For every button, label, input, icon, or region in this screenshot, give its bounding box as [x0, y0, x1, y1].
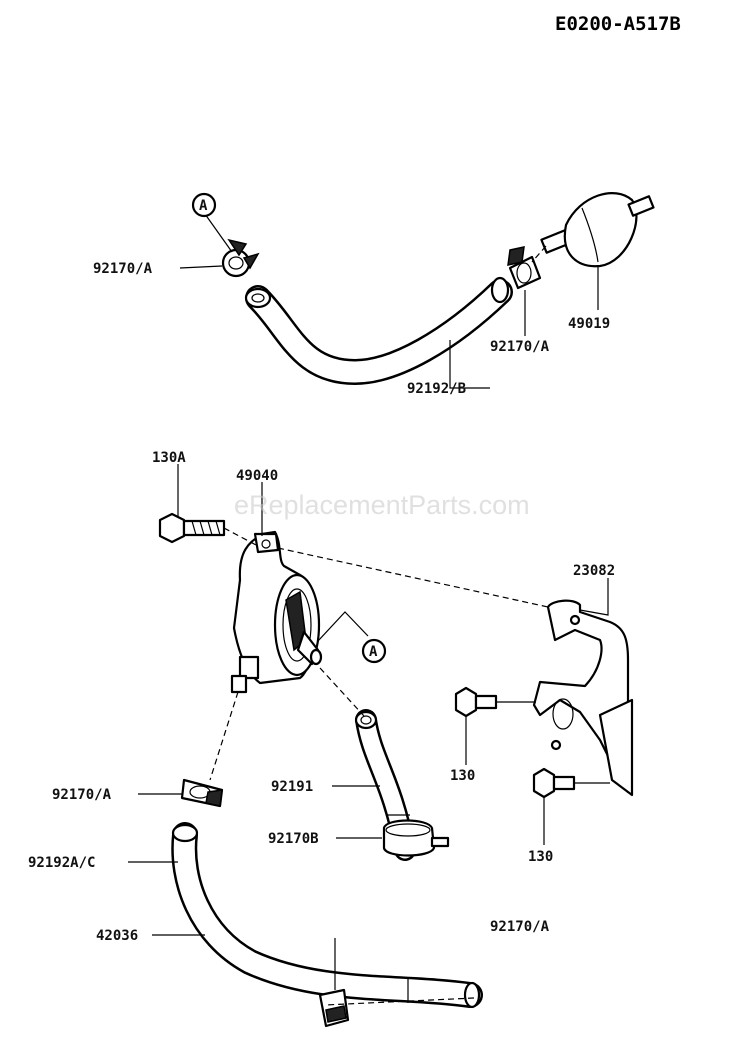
- label-hose-top: 92192/B: [407, 381, 466, 397]
- svg-text:A: A: [369, 644, 378, 660]
- label-clamp-middle: 92170/A: [52, 787, 112, 803]
- label-pump: 49040: [236, 468, 278, 484]
- guide-lines: [209, 245, 549, 1006]
- watermark: eReplacementParts.com: [234, 490, 530, 520]
- label-clamp-top-right: 92170/A: [490, 339, 550, 355]
- label-bolt-130-lower: 130: [528, 849, 553, 865]
- hose-clamp-bottom[interactable]: [318, 988, 350, 1028]
- fuel-hose-top[interactable]: [244, 276, 513, 385]
- hose-clamp-top-left[interactable]: [221, 238, 260, 278]
- callout-a-top: A: [191, 192, 217, 218]
- label-clamp-top-left: 92170/A: [93, 261, 153, 277]
- fuel-filter[interactable]: [540, 192, 655, 268]
- hose-clamp-middle[interactable]: [180, 778, 224, 808]
- bolt-130a[interactable]: [158, 512, 226, 544]
- label-bolt-130a: 130A: [152, 450, 186, 466]
- label-hose-long: 42036: [96, 928, 138, 944]
- svg-text:A: A: [199, 198, 208, 214]
- label-hose-long-code: 92192A/C: [28, 855, 95, 871]
- hose-clamp-top-right[interactable]: [507, 246, 542, 290]
- bolt-130-upper[interactable]: [454, 686, 498, 718]
- bolt-130-lower[interactable]: [532, 767, 576, 799]
- callout-a-pump: A: [361, 638, 387, 664]
- label-fuel-filter: 49019: [568, 316, 610, 332]
- hose-clamp-b[interactable]: [382, 819, 450, 857]
- label-bolt-130-upper: 130: [450, 768, 475, 784]
- label-hose-short: 92191: [271, 779, 313, 795]
- leader-lines: [128, 213, 610, 990]
- fuel-hose-long[interactable]: [171, 822, 483, 1009]
- label-clamp-bottom: 92170/A: [490, 919, 550, 935]
- fuel-pump[interactable]: [230, 530, 323, 694]
- diagram-code: E0200-A517B: [555, 13, 681, 35]
- bracket[interactable]: [532, 599, 634, 797]
- label-clamp-b: 92170B: [268, 831, 319, 847]
- label-bracket: 23082: [573, 563, 615, 579]
